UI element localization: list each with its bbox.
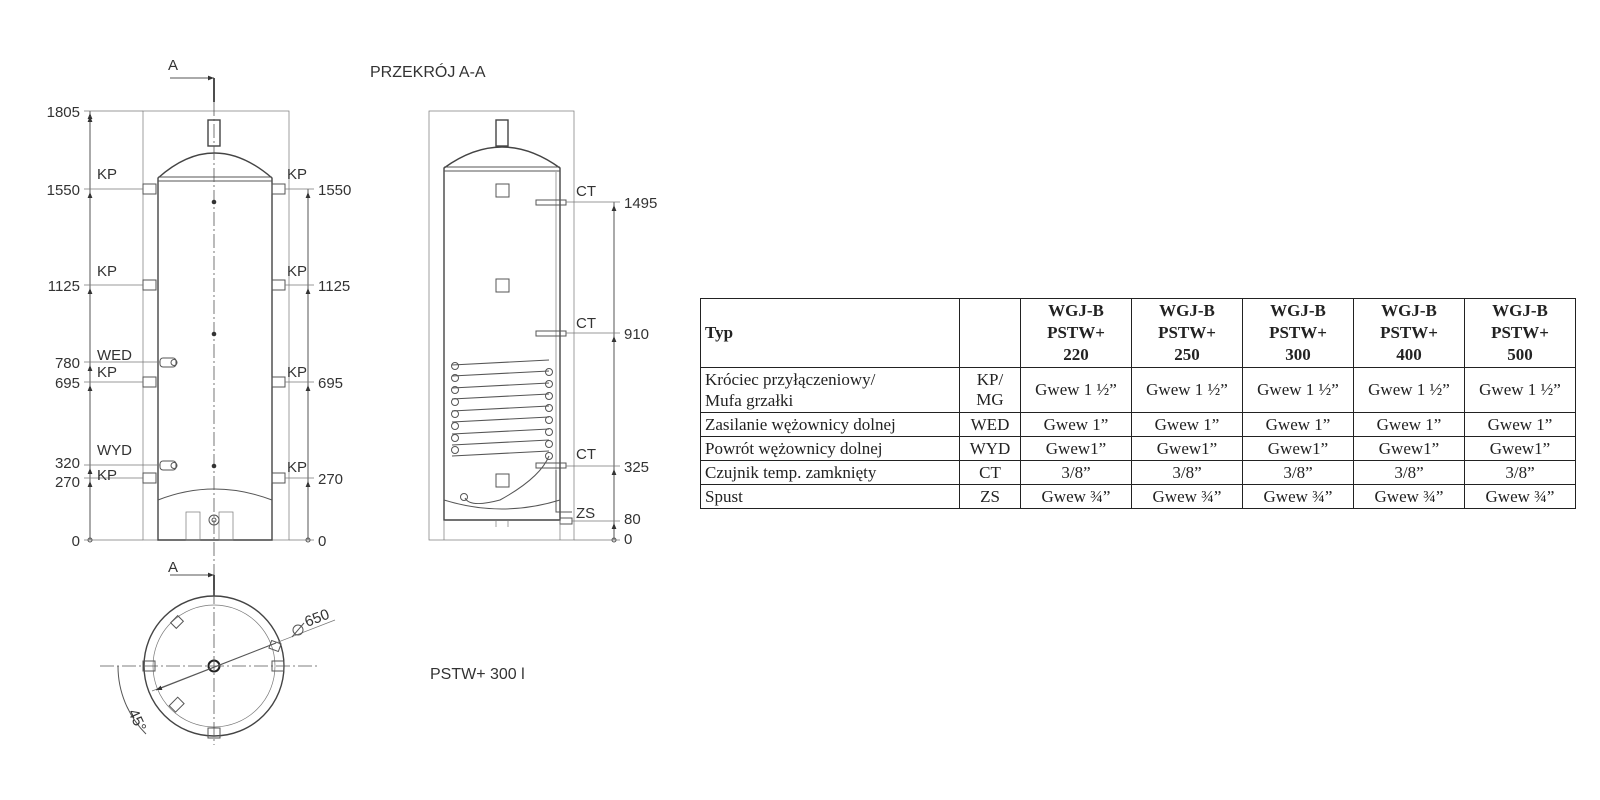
row-value: 3/8” xyxy=(1464,460,1576,485)
row-value: Gwew1” xyxy=(1464,436,1576,461)
row-value: Gwew 1 ½” xyxy=(1464,367,1576,413)
diameter-label: 650 xyxy=(302,606,331,631)
row-value: Gwew 1 ½” xyxy=(1242,367,1354,413)
dim-270-right: 270 xyxy=(318,471,343,488)
label-kp: KP xyxy=(97,263,117,280)
row-value: Gwew1” xyxy=(1020,436,1132,461)
dim-0-right: 0 xyxy=(318,533,326,550)
row-value: Gwew 1 ½” xyxy=(1020,367,1132,413)
row-name: Czujnik temp. zamknięty xyxy=(700,460,960,485)
row-name: Spust xyxy=(700,484,960,509)
label-ct: CT xyxy=(576,183,596,200)
row-code: WYD xyxy=(959,436,1021,461)
label-kp: KP xyxy=(97,364,117,381)
section-marker-bottom: A xyxy=(168,559,178,576)
dim-270-left: 270 xyxy=(55,474,80,491)
label-wyd: WYD xyxy=(97,442,132,459)
header-model: WGJ-B PSTW+ 400 xyxy=(1353,298,1465,368)
dim-0-left: 0 xyxy=(72,533,80,550)
row-value: Gwew1” xyxy=(1131,436,1243,461)
label-wed: WED xyxy=(97,347,132,364)
label-kp: KP xyxy=(287,364,307,381)
row-value: Gwew ¾” xyxy=(1242,484,1354,509)
table-header-row: Typ WGJ-B PSTW+ 220 WGJ-B PSTW+ 250 WGJ-… xyxy=(700,298,1576,368)
row-code: KP/ MG xyxy=(959,367,1021,413)
row-value: 3/8” xyxy=(1020,460,1132,485)
row-value: Gwew1” xyxy=(1353,436,1465,461)
row-code: ZS xyxy=(959,484,1021,509)
row-value: Gwew1” xyxy=(1242,436,1354,461)
front-view: A A xyxy=(47,57,351,600)
dim-325: 325 xyxy=(624,459,649,476)
row-value: 3/8” xyxy=(1353,460,1465,485)
dim-910: 910 xyxy=(624,326,649,343)
header-model: WGJ-B PSTW+ 250 xyxy=(1131,298,1243,368)
label-kp: KP xyxy=(287,263,307,280)
row-value: Gwew 1” xyxy=(1353,412,1465,437)
row-value: 3/8” xyxy=(1242,460,1354,485)
label-kp: KP xyxy=(287,166,307,183)
dim-780: 780 xyxy=(55,355,80,372)
dim-1550-left: 1550 xyxy=(47,182,80,199)
dim-1805: 1805 xyxy=(47,104,80,121)
row-value: Gwew 1 ½” xyxy=(1353,367,1465,413)
dim-1550-right: 1550 xyxy=(318,182,351,199)
section-marker-top: A xyxy=(168,57,178,74)
dim-695-right: 695 xyxy=(318,375,343,392)
model-caption: PSTW+ 300 l xyxy=(430,666,525,683)
label-kp: KP xyxy=(97,166,117,183)
section-title: PRZEKRÓJ A-A xyxy=(370,62,486,81)
row-value: Gwew 1” xyxy=(1242,412,1354,437)
row-name: Powrót wężownicy dolnej xyxy=(700,436,960,461)
dim-320: 320 xyxy=(55,455,80,472)
dim-1125-right: 1125 xyxy=(318,278,350,295)
header-model: WGJ-B PSTW+ 500 xyxy=(1464,298,1576,368)
label-kp: KP xyxy=(287,459,307,476)
heat-exchanger-coil xyxy=(451,359,572,513)
row-code: WED xyxy=(959,412,1021,437)
angle-label: 45° xyxy=(124,707,149,735)
table-row: Króciec przyłączeniowy/ Mufa grzałki KP/… xyxy=(700,367,1576,413)
dim-695-left: 695 xyxy=(55,375,80,392)
row-value: Gwew 1” xyxy=(1464,412,1576,437)
row-value: Gwew 1 ½” xyxy=(1131,367,1243,413)
row-name: Króciec przyłączeniowy/ Mufa grzałki xyxy=(700,367,960,413)
row-value: Gwew ¾” xyxy=(1020,484,1132,509)
row-name: Zasilanie wężownicy dolnej xyxy=(700,412,960,437)
table-row: Powrót wężownicy dolnej WYD Gwew1” Gwew1… xyxy=(700,436,1576,461)
header-typ: Typ xyxy=(700,298,960,368)
spec-table: Typ WGJ-B PSTW+ 220 WGJ-B PSTW+ 250 WGJ-… xyxy=(700,298,1576,509)
row-value: Gwew ¾” xyxy=(1464,484,1576,509)
header-model: WGJ-B PSTW+ 220 xyxy=(1020,298,1132,368)
dim-0-section: 0 xyxy=(624,531,632,548)
table-row: Spust ZS Gwew ¾” Gwew ¾” Gwew ¾” Gwew ¾”… xyxy=(700,484,1576,509)
row-code: CT xyxy=(959,460,1021,485)
label-kp: KP xyxy=(97,467,117,484)
header-code xyxy=(959,298,1021,368)
row-value: Gwew 1” xyxy=(1020,412,1132,437)
label-ct: CT xyxy=(576,446,596,463)
label-ct: CT xyxy=(576,315,596,332)
row-value: Gwew ¾” xyxy=(1131,484,1243,509)
table-row: Czujnik temp. zamknięty CT 3/8” 3/8” 3/8… xyxy=(700,460,1576,485)
row-value: Gwew ¾” xyxy=(1353,484,1465,509)
header-model: WGJ-B PSTW+ 300 xyxy=(1242,298,1354,368)
section-view: PRZEKRÓJ A-A xyxy=(370,62,657,548)
top-view: 650 45° PSTW+ 300 l xyxy=(100,590,525,745)
row-value: 3/8” xyxy=(1131,460,1243,485)
dim-1495: 1495 xyxy=(624,195,657,212)
label-zs: ZS xyxy=(576,505,595,522)
table-row: Zasilanie wężownicy dolnej WED Gwew 1” G… xyxy=(700,412,1576,437)
dim-80: 80 xyxy=(624,511,641,528)
row-value: Gwew 1” xyxy=(1131,412,1243,437)
dim-1125-left: 1125 xyxy=(48,278,80,295)
